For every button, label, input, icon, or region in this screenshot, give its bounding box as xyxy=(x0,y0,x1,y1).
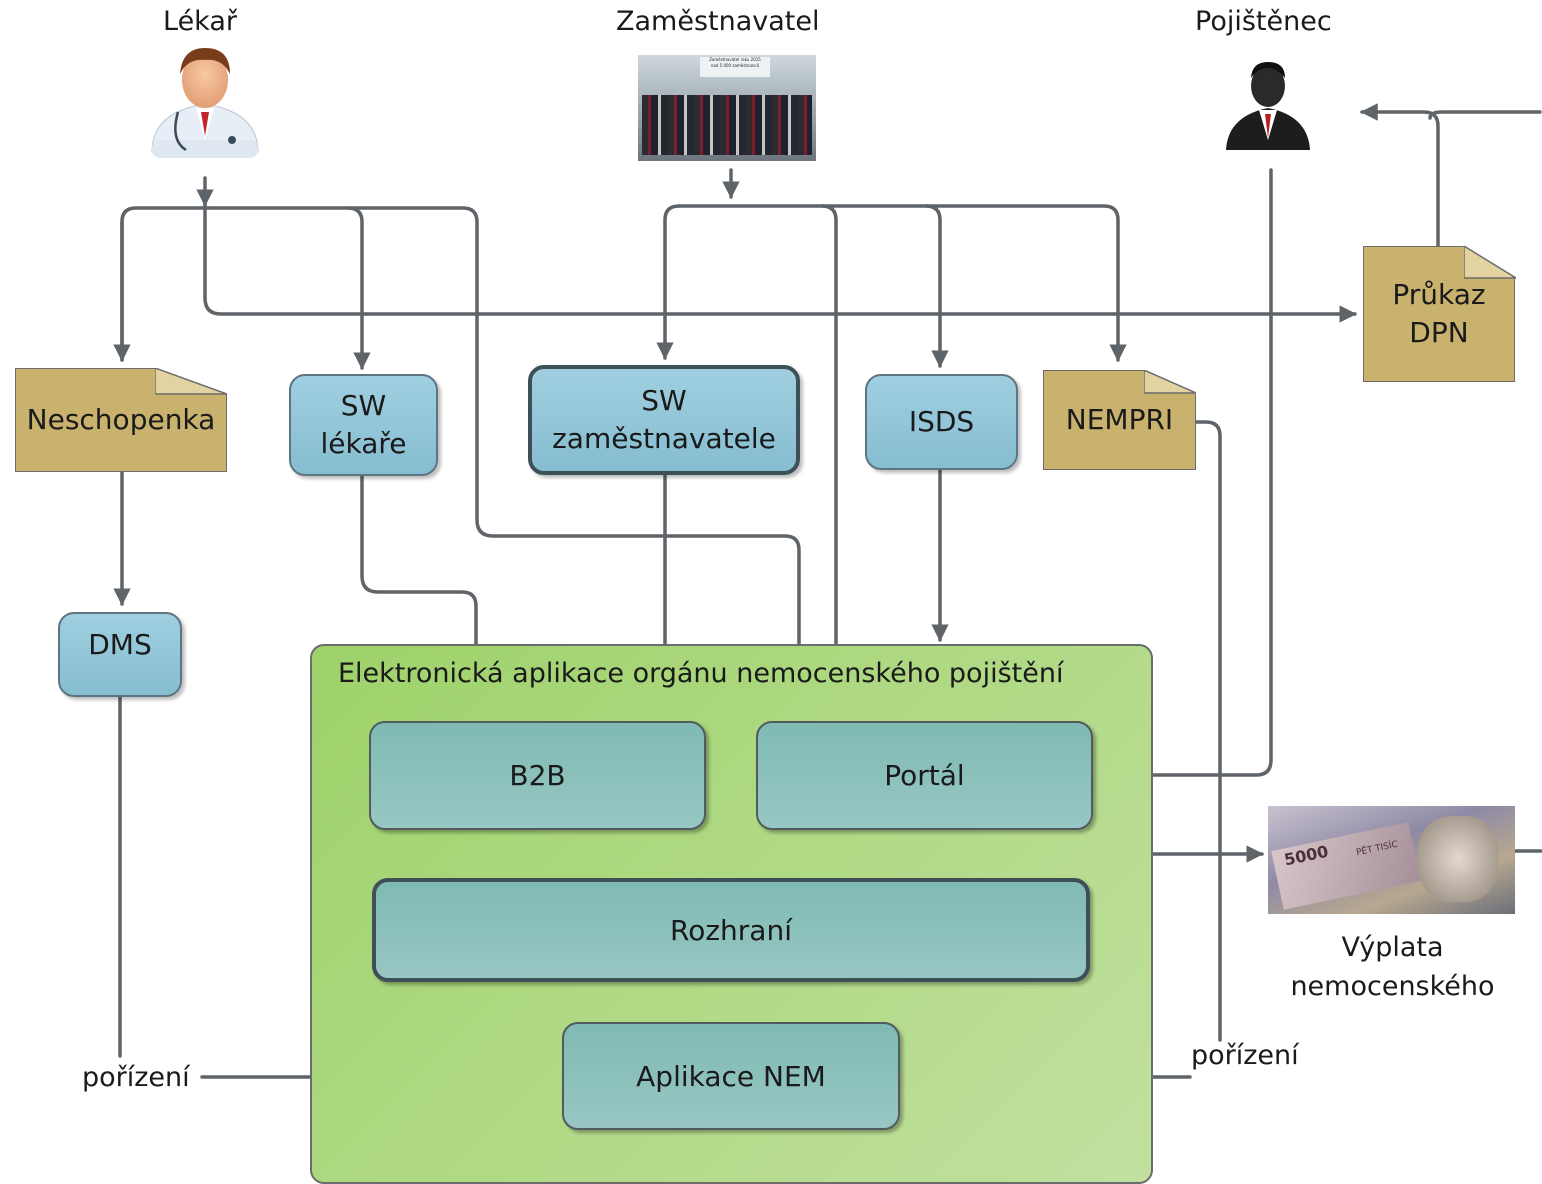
portal-label: Portál xyxy=(884,759,965,792)
employer-to-isds xyxy=(924,204,949,368)
b2b-label: B2B xyxy=(509,759,566,792)
isds-box: ISDS xyxy=(865,374,1018,470)
portal-module: Portál xyxy=(756,721,1093,830)
banknotes-photo: 5000 PĚT TISÍC xyxy=(1268,806,1515,914)
businessman-icon xyxy=(1226,62,1310,150)
insured-label: Pojištěnec xyxy=(1195,6,1332,37)
sw-lekare-box: SW lékaře xyxy=(289,374,438,476)
sw-zamestnavatele-box: SW zaměstnavatele xyxy=(528,365,800,475)
award-photo: Zaměstnavatel roku 2015 nad 5.000 zaměst… xyxy=(638,55,816,161)
employer-to-sw-zam xyxy=(656,204,681,360)
prukaz-fold xyxy=(1464,246,1516,279)
nempri-down-connector xyxy=(1195,420,1222,1042)
neschopenka-fold xyxy=(155,368,227,395)
porizeni-right-label: pořízení xyxy=(1191,1040,1299,1071)
incoming-to-insured xyxy=(1428,110,1542,120)
dms-label: DMS xyxy=(88,628,152,661)
aplikace-nem-label: Aplikace NEM xyxy=(636,1059,826,1093)
sw-zamestnavatele-label: SW zaměstnavatele xyxy=(552,384,776,455)
prukaz-dpn-label: Průkaz DPN xyxy=(1392,278,1486,349)
porizeni-left-label: pořízení xyxy=(82,1062,190,1093)
aplikace-nem-module: Aplikace NEM xyxy=(562,1022,900,1130)
sw-lekare-to-b2b xyxy=(360,474,485,720)
doctor-to-prukaz xyxy=(203,203,1357,323)
nempri-fold xyxy=(1144,370,1196,394)
banknote-portrait xyxy=(1418,816,1498,902)
rozhrani-module: Rozhraní xyxy=(372,878,1090,982)
application-title: Elektronická aplikace orgánu nemocenskéh… xyxy=(338,658,1064,689)
sw-lekare-label: SW lékaře xyxy=(320,389,407,460)
doctor-label: Lékař xyxy=(163,6,237,37)
doctor-icon xyxy=(151,48,259,158)
nempri-label: NEMPRI xyxy=(1065,403,1174,437)
award-people xyxy=(642,95,812,155)
award-banner: Zaměstnavatel roku 2015 nad 5.000 zaměst… xyxy=(700,57,770,77)
employer-label: Zaměstnavatel xyxy=(616,6,820,37)
vyplata-caption: Výplata nemocenského xyxy=(1290,932,1495,1003)
employer-bus xyxy=(677,204,1127,362)
dms-box: DMS xyxy=(58,612,182,697)
neschopenka-label: Neschopenka xyxy=(26,403,216,437)
isds-label: ISDS xyxy=(908,405,975,439)
b2b-module: B2B xyxy=(369,721,706,830)
rozhrani-label: Rozhraní xyxy=(670,913,792,947)
employer-to-portal xyxy=(820,204,845,720)
insured-to-portal xyxy=(1098,168,1273,784)
doctor-bus xyxy=(120,206,808,720)
doctor-to-sw-lekare xyxy=(346,206,371,370)
prukaz-to-insured xyxy=(1360,103,1440,248)
